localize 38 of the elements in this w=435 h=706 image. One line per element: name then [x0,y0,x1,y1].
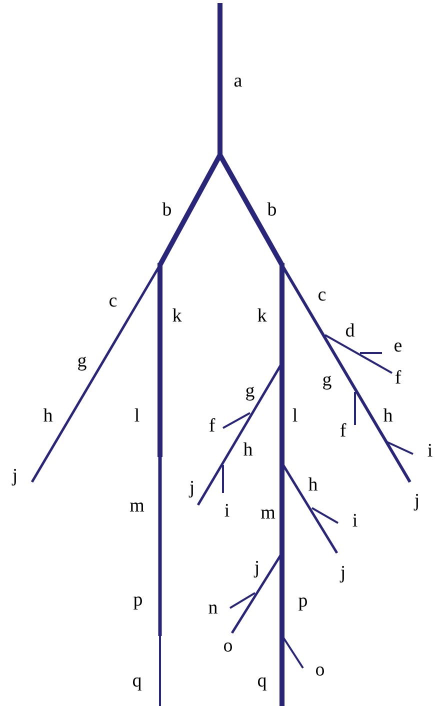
segment-label: m [130,496,144,516]
segment-label: f [394,368,402,388]
segment-label: k [172,306,182,326]
segment-label: m [260,504,276,523]
segment-label: b [162,200,172,220]
segment-label: h [243,440,253,460]
segment-label: d [345,322,355,341]
segment-label: q [257,672,267,691]
segment-label: h [308,476,318,495]
segment-label: j [340,564,346,583]
segment-label: j [254,558,260,578]
segment-label: o [223,636,233,656]
segment-label: b [267,200,277,220]
segment-label: h [383,406,393,426]
segment-label: l [292,406,298,426]
segment-label: g [322,370,332,390]
segment-label: q [132,672,142,691]
segment-label: i [224,502,230,521]
segment-label: e [394,336,402,356]
segment-label: j [12,466,18,486]
segment-label: n [208,598,218,618]
segment-label: c [318,286,326,305]
segment-label: i [427,442,433,461]
segment-label: f [208,416,216,436]
segment-label: l [134,406,140,426]
segment-label: f [340,422,346,441]
segment-label: j [414,492,420,511]
segment-label: g [245,382,255,401]
segment-label: c [108,292,118,311]
segment-label: k [257,306,267,326]
segment-label: h [43,406,53,426]
segment-label: j [189,478,195,498]
segment-label: g [77,352,87,371]
segment-label: o [315,660,325,680]
segment-label: p [133,590,143,610]
segment-label: p [298,592,308,611]
segment-label: i [352,512,358,531]
segment-label: a [234,72,242,91]
